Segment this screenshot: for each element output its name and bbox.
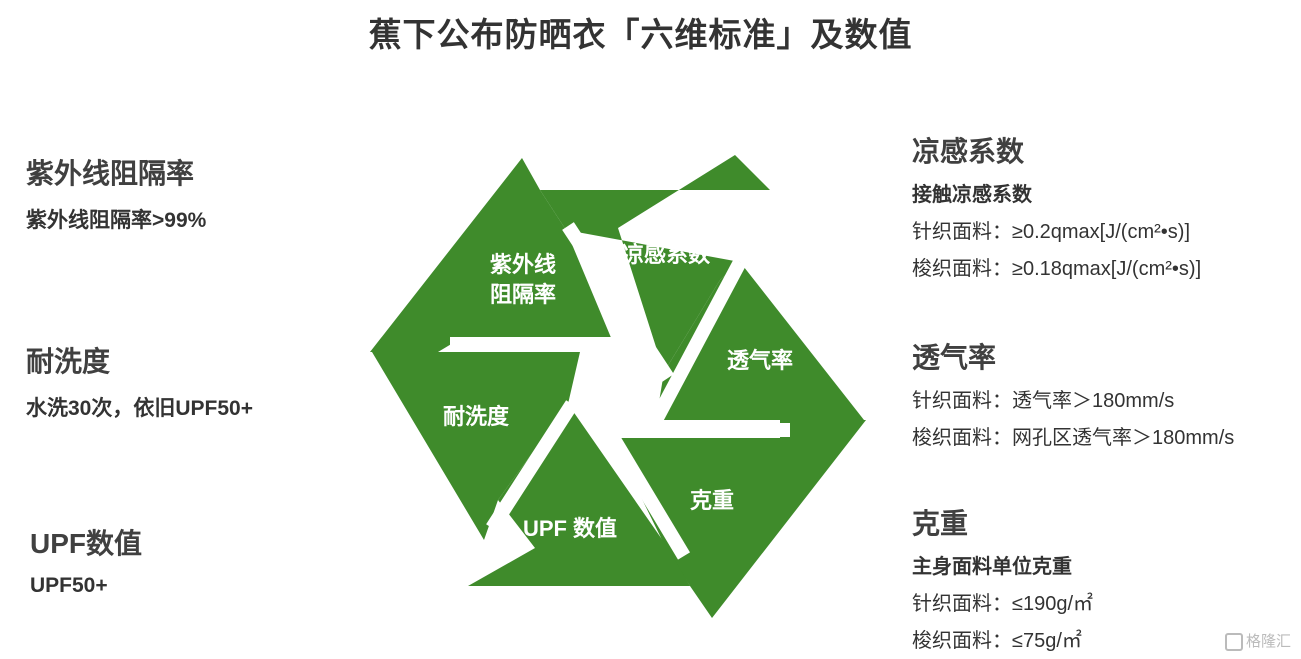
cool-subheading: 接触凉感系数 [912,184,1032,206]
segment-weight [612,420,866,618]
upf-block: UPF数值 UPF50+ [30,522,142,598]
uv-heading: 紫外线阻隔率 [26,158,195,189]
breath-block: 透气率 针织面料：透气率＞180mm/s 梭织面料：网孔区透气率＞180mm/s [912,336,1234,450]
segment-cooling [540,155,770,372]
segment-uv [370,158,612,352]
segment-label-uv-line1: 紫外线 [490,252,556,277]
wash-value: 水洗30次，依旧UPF50+ [26,397,253,420]
segment-label-uv-line2: 阻隔率 [490,282,556,307]
segment-breathability [656,262,864,420]
weight-block: 克重 主身面料单位克重 针织面料：≤190g/㎡ 梭织面料：≤75g/㎡ [912,502,1093,653]
uv-value: 紫外线阻隔率>99% [26,209,207,232]
breath-heading: 透气率 [912,342,997,373]
weight-knit-line: 针织面料：≤190g/㎡ [912,593,1094,615]
weight-subheading: 主身面料单位克重 [912,556,1072,578]
cool-knit-line: 针织面料：≥0.2qmax[J/(cm²•s)] [912,221,1190,243]
watermark-logo-icon [1224,633,1243,651]
page-title: 蕉下公布防晒衣「六维标准」及数值 [368,16,913,53]
segment-wash [372,352,580,540]
segment-label-cooling: 凉感系数 [622,242,711,267]
upf-heading: UPF数值 [30,528,143,559]
wash-block: 耐洗度 水洗30次，依旧UPF50+ [26,340,253,422]
weight-woven-line: 梭织面料：≤75g/㎡ [912,630,1082,652]
wash-heading: 耐洗度 [26,346,111,377]
breath-knit-line: 针织面料：透气率＞180mm/s [912,390,1175,412]
segment-label-breathability: 透气率 [727,348,793,373]
segment-label-weight: 克重 [690,488,734,513]
cool-woven-line: 梭织面料：≥0.18qmax[J/(cm²•s)] [912,258,1202,280]
breath-woven-line: 梭织面料：网孔区透气率＞180mm/s [912,427,1235,449]
cool-block: 凉感系数 接触凉感系数 针织面料：≥0.2qmax[J/(cm²•s)] 梭织面… [912,130,1201,281]
segment-label-upf: UPF 数值 [523,516,617,541]
watermark-text: 格隆汇 [1245,632,1291,650]
watermark: 格隆汇 [1224,630,1291,651]
segment-label-wash: 耐洗度 [443,404,510,429]
segment-upf [468,404,690,586]
cool-heading: 凉感系数 [912,136,1025,167]
uv-block: 紫外线阻隔率 紫外线阻隔率>99% [26,152,206,234]
weight-heading: 克重 [912,508,969,539]
upf-value: UPF50+ [30,574,108,597]
